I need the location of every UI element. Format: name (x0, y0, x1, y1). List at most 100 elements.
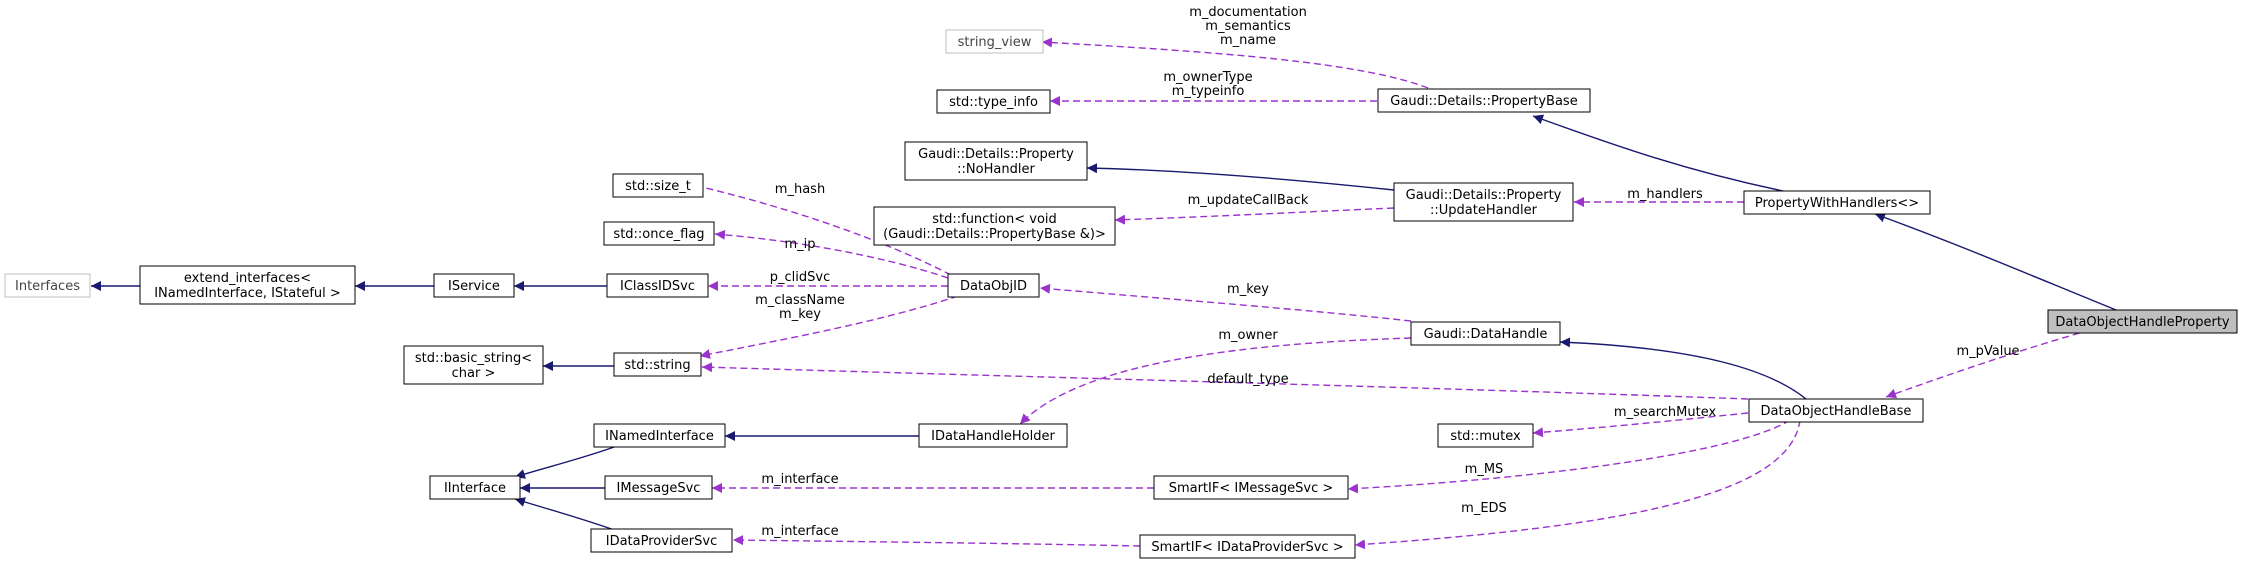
node-box (945, 29, 1044, 54)
node-label-line: Interfaces (15, 279, 80, 294)
node-box (1437, 423, 1534, 448)
node-data-object-handle-base[interactable]: DataObjectHandleBase (1748, 398, 1924, 423)
node-box (904, 141, 1088, 181)
edge-datahandle-to-dataobjid (1039, 283, 1412, 322)
node-label-line: SmartIF< IDataProviderSvc > (1151, 540, 1343, 555)
node-std-once-flag[interactable]: std::once_flag (603, 221, 715, 246)
node-box (590, 528, 733, 553)
node-label-line: std::once_flag (613, 227, 704, 242)
node-smartif-imessagesvc[interactable]: SmartIF< IMessageSvc > (1153, 475, 1349, 500)
node-property-nohandler[interactable]: Gaudi::Details::Property::NoHandler (904, 141, 1088, 181)
edge-label-line: m_name (1220, 33, 1276, 48)
node-label-line: string_view (958, 35, 1032, 50)
edge-label-line: m_key (779, 307, 821, 322)
node-label-line: DataObjectHandleProperty (2055, 315, 2230, 330)
nodes: string_view std::type_info Gaudi::Detail… (4, 29, 2238, 559)
node-box (1377, 88, 1591, 113)
node-box (139, 265, 356, 305)
edge-label-handlers: m_handlers (1627, 187, 1703, 202)
edge-dohb-to-datahandle (1559, 337, 1807, 400)
edge-label-dp-interface: m_interface (761, 524, 838, 539)
edge-label-default-type: default_type (1207, 372, 1288, 387)
node-box (593, 423, 726, 448)
node-box (604, 475, 713, 500)
edge-label-line: m_key (1227, 282, 1269, 297)
node-label-line: DataObjectHandleBase (1761, 404, 1912, 419)
node-label-line: INamedInterface (605, 429, 714, 444)
node-iclassidsvc[interactable]: IClassIDSvc (606, 273, 709, 298)
node-string-view[interactable]: string_view (945, 29, 1044, 54)
node-box (612, 173, 704, 198)
node-label-line: DataObjID (960, 279, 1027, 294)
edge-dataobjid-to-sizet (692, 182, 952, 276)
edge-label-line: m_searchMutex (1614, 405, 1717, 420)
node-data-object-handle-property[interactable]: DataObjectHandleProperty (2047, 309, 2238, 334)
node-label-line: Gaudi::Details::PropertyBase (1390, 94, 1577, 109)
node-box (918, 423, 1068, 448)
edge-label-line: m_updateCallBack (1188, 193, 1309, 208)
node-smartif-idataprovidersvc[interactable]: SmartIF< IDataProviderSvc > (1139, 534, 1356, 559)
edge-smartifdp-to-idataprovidersvc (732, 535, 1141, 547)
node-label-line: extend_interfaces< (184, 271, 311, 286)
node-idatahandleholder[interactable]: IDataHandleHolder (918, 423, 1068, 448)
node-inamedinterface[interactable]: INamedInterface (593, 423, 726, 448)
edge-label-line: m_interface (761, 524, 838, 539)
node-label-line: PropertyWithHandlers<> (1755, 196, 1919, 211)
edge-label-function: m_updateCallBack (1188, 193, 1309, 208)
node-label-line: IDataProviderSvc (606, 534, 718, 549)
node-iservice[interactable]: IService (433, 273, 515, 298)
edge-label-owner: m_owner (1218, 328, 1278, 343)
node-label-line: ::UpdateHandler (1430, 203, 1538, 218)
edge-pwh-to-propertybase (1532, 114, 1789, 193)
edge-label-line: m_MS (1465, 462, 1504, 477)
node-label-line: Gaudi::DataHandle (1424, 327, 1548, 342)
edge-label-line: m_ip (784, 237, 815, 252)
node-idataprovidersvc[interactable]: IDataProviderSvc (590, 528, 733, 553)
edge-dohb-to-smartifdp (1354, 419, 1801, 550)
node-label-line: Gaudi::Details::Property (1406, 188, 1562, 203)
node-imessagesvc[interactable]: IMessageSvc (604, 475, 713, 500)
node-box (1410, 321, 1561, 346)
edge-dohb-to-stdstring (701, 362, 1749, 400)
node-label-line: std::basic_string< (415, 351, 532, 366)
node-label-line: std::string (624, 358, 690, 373)
edge-label-line: m_hash (775, 182, 825, 197)
node-box (873, 206, 1116, 246)
node-label-line: Gaudi::Details::Property (918, 147, 1074, 162)
node-gaudi-datahandle[interactable]: Gaudi::DataHandle (1410, 321, 1561, 346)
inheritance-edges (91, 114, 2117, 532)
edge-label-line: m_typeinfo (1172, 84, 1245, 99)
edge-label-iclassidsvc: p_clidSvc (770, 270, 830, 285)
node-iinterface[interactable]: IInterface (429, 475, 521, 500)
node-label-line: IMessageSvc (617, 481, 701, 496)
node-property-base[interactable]: Gaudi::Details::PropertyBase (1377, 88, 1591, 113)
node-std-type-info[interactable]: std::type_info (936, 89, 1051, 114)
edge-label-line: m_documentation (1189, 5, 1307, 20)
node-property-with-handlers[interactable]: PropertyWithHandlers<> (1743, 190, 1931, 215)
node-property-updatehandler[interactable]: Gaudi::Details::Property::UpdateHandler (1393, 182, 1574, 222)
edge-label-onceflag: m_ip (784, 237, 815, 252)
node-label-line: ::NoHandler (957, 162, 1035, 177)
edge-updatehandler-to-function (1114, 207, 1395, 225)
node-box (936, 89, 1051, 114)
edge-dataobjid-to-stdstring (699, 295, 959, 359)
node-std-mutex[interactable]: std::mutex (1437, 423, 1534, 448)
edge-updatehandler-to-nohandler (1086, 163, 1395, 191)
node-std-basic-string[interactable]: std::basic_string<char > (403, 345, 544, 385)
member-edges (692, 37, 2091, 550)
node-box (403, 345, 544, 385)
edge-label-line: m_className (755, 293, 845, 308)
node-dataobjid[interactable]: DataObjID (947, 273, 1040, 298)
node-std-string[interactable]: std::string (613, 352, 702, 377)
edge-inamedinterface-to-iinterface (514, 445, 618, 479)
node-std-size-t[interactable]: std::size_t (612, 173, 704, 198)
node-std-function[interactable]: std::function< void(Gaudi::Details::Prop… (873, 206, 1116, 246)
node-interfaces[interactable]: Interfaces (4, 273, 91, 298)
node-label-line: std::mutex (1450, 429, 1521, 444)
edge-dohp-to-pwh (1874, 212, 2117, 311)
node-extend-interfaces[interactable]: extend_interfaces<INamedInterface, IStat… (139, 265, 356, 305)
edge-label-msg-interface: m_interface (761, 472, 838, 487)
edge-label-sizet: m_hash (775, 182, 825, 197)
